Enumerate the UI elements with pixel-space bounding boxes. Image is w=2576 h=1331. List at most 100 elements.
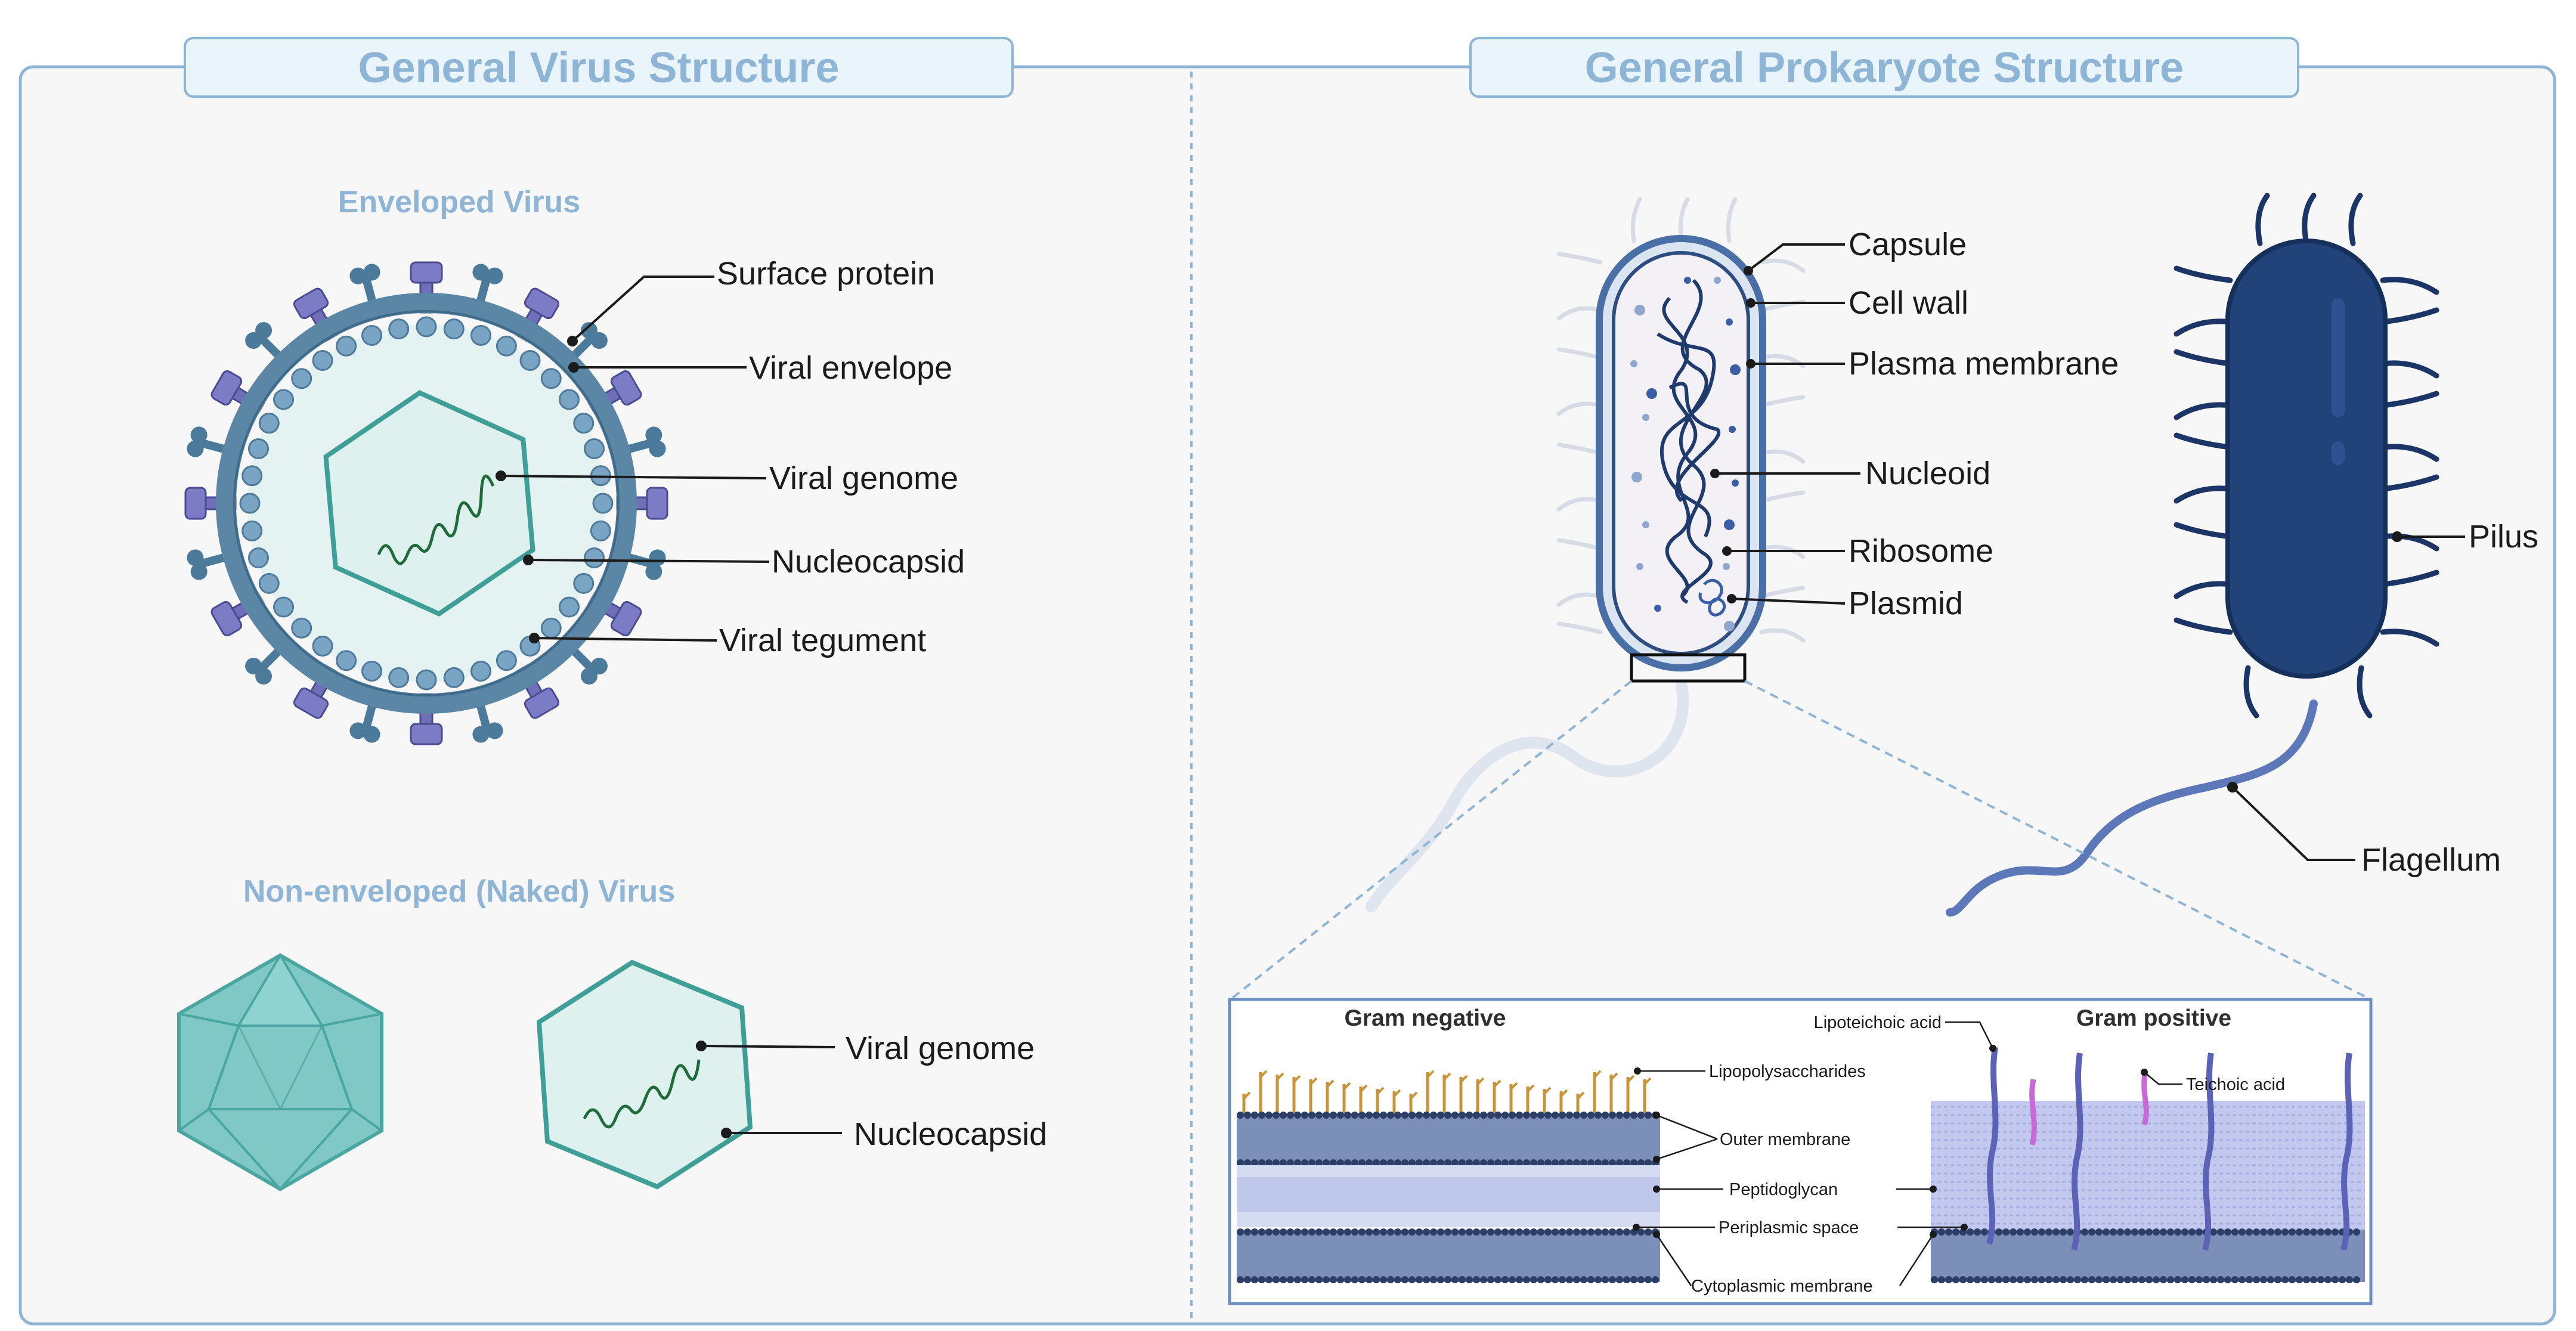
lipid-head xyxy=(2138,1228,2145,1236)
lipid-head xyxy=(1387,1159,1394,1166)
label-teichoic-acid: Teichoic acid xyxy=(2186,1075,2285,1094)
lipid-head xyxy=(1616,1228,1623,1236)
lipid-head xyxy=(1645,1112,1652,1119)
lipid-head xyxy=(1430,1228,1437,1236)
lipid-head xyxy=(2103,1228,2110,1236)
tegument-bead xyxy=(470,661,491,682)
lipid-head xyxy=(1587,1159,1594,1166)
lipid-head xyxy=(1594,1276,1602,1283)
ribosome xyxy=(1642,521,1649,528)
pilus xyxy=(2174,349,2233,367)
lipid-head xyxy=(1437,1112,1444,1119)
lipid-head xyxy=(1294,1276,1301,1283)
viral-nucleocapsid xyxy=(323,390,535,617)
lipid-head xyxy=(2253,1276,2260,1283)
lipid-head xyxy=(1630,1276,1637,1283)
ribosome xyxy=(1646,388,1657,399)
lipid-head xyxy=(1244,1112,1251,1119)
lipid-head xyxy=(1509,1159,1516,1166)
lipid-head xyxy=(1301,1159,1308,1166)
flagellate-leaders xyxy=(2227,531,2465,861)
label-viral-envelope: Viral envelope xyxy=(749,350,952,386)
lipid-head xyxy=(1509,1276,1516,1283)
lipid-head xyxy=(1530,1276,1537,1283)
rod-bacterium xyxy=(1366,197,1806,912)
gram-positive-heading: Gram positive xyxy=(2076,1005,2231,1031)
lipid-head xyxy=(1358,1276,1366,1283)
lipid-head xyxy=(1952,1228,1959,1236)
lipid-head xyxy=(1959,1276,1967,1283)
label-peptidoglycan: Peptidoglycan xyxy=(1729,1180,1838,1199)
lipid-head xyxy=(1609,1159,1616,1166)
nucleoid xyxy=(1657,278,1721,604)
tegument-bead xyxy=(573,413,595,434)
tegument-bead xyxy=(361,324,383,346)
lipid-head xyxy=(2260,1276,2267,1283)
ribosome xyxy=(1634,305,1645,315)
lipid-head xyxy=(2131,1228,2138,1236)
rod-leaders xyxy=(1710,243,1860,605)
lipid-head xyxy=(1609,1276,1616,1283)
fimbria xyxy=(1759,586,1806,599)
lipid-head xyxy=(1552,1159,1559,1166)
lipid-head xyxy=(1945,1276,1952,1283)
lipid-head xyxy=(2196,1276,2203,1283)
lipid-head xyxy=(1451,1112,1459,1119)
enveloped-virus-heading: Enveloped Virus xyxy=(338,185,581,219)
lipid-head xyxy=(1344,1276,1351,1283)
lipid-head xyxy=(2117,1228,2124,1236)
lipid-head xyxy=(1373,1112,1380,1119)
lipid-head xyxy=(2281,1228,2289,1236)
lipid-head xyxy=(1237,1276,1244,1283)
lipid-head xyxy=(1501,1228,1509,1236)
lipid-head xyxy=(1573,1228,1580,1236)
lipid-head xyxy=(1380,1112,1387,1119)
lipid-head xyxy=(1437,1276,1444,1283)
lipid-head xyxy=(1294,1228,1301,1236)
lipid-head xyxy=(1516,1112,1523,1119)
lipid-head xyxy=(2017,1228,2024,1236)
label-naked-nucleocapsid: Nucleocapsid xyxy=(854,1116,1047,1152)
lipid-head xyxy=(1258,1276,1265,1283)
lipid-head xyxy=(1423,1159,1430,1166)
lipid-head xyxy=(2167,1276,2174,1283)
virus-panel-title: General Virus Structure xyxy=(358,44,840,92)
lipid-head xyxy=(1315,1276,1323,1283)
lipid-head xyxy=(1366,1228,1373,1236)
lipid-head xyxy=(1315,1112,1323,1119)
fimbria xyxy=(1556,592,1603,607)
lipid-head xyxy=(1609,1112,1616,1119)
tegument-bead xyxy=(519,350,541,372)
cell-wall-zoom-box xyxy=(1630,653,1747,683)
lipid-head xyxy=(2067,1228,2074,1236)
lipid-head xyxy=(1466,1228,1473,1236)
lipid-head xyxy=(1451,1159,1459,1166)
lipid-head xyxy=(1394,1112,1401,1119)
tegument-bead xyxy=(361,661,383,682)
lipid-head xyxy=(1566,1276,1573,1283)
lipid-head xyxy=(1509,1112,1516,1119)
lipid-head xyxy=(1559,1159,1566,1166)
lipid-head xyxy=(2310,1228,2317,1236)
lipid-head xyxy=(1323,1159,1330,1166)
lipid-head xyxy=(1330,1276,1337,1283)
pilus xyxy=(2174,522,2233,540)
lipid-head xyxy=(2303,1228,2310,1236)
lipid-head xyxy=(1251,1228,1258,1236)
lipid-head xyxy=(1294,1159,1301,1166)
lipid-head xyxy=(2231,1276,2238,1283)
lipid-head xyxy=(1473,1159,1480,1166)
lipid-head xyxy=(1380,1159,1387,1166)
lipid-head xyxy=(1265,1228,1272,1236)
lipid-head xyxy=(2067,1276,2074,1283)
lipid-head xyxy=(1938,1276,1945,1283)
ribosome xyxy=(1730,364,1741,375)
lipid-head xyxy=(1308,1112,1315,1119)
lipid-head xyxy=(2339,1276,2346,1283)
lipid-head xyxy=(1652,1276,1659,1283)
lipid-head xyxy=(2052,1276,2060,1283)
tegument-bead xyxy=(242,465,263,487)
lipid-head xyxy=(1416,1228,1423,1236)
lipid-head xyxy=(2017,1276,2024,1283)
lipid-head xyxy=(1559,1112,1566,1119)
